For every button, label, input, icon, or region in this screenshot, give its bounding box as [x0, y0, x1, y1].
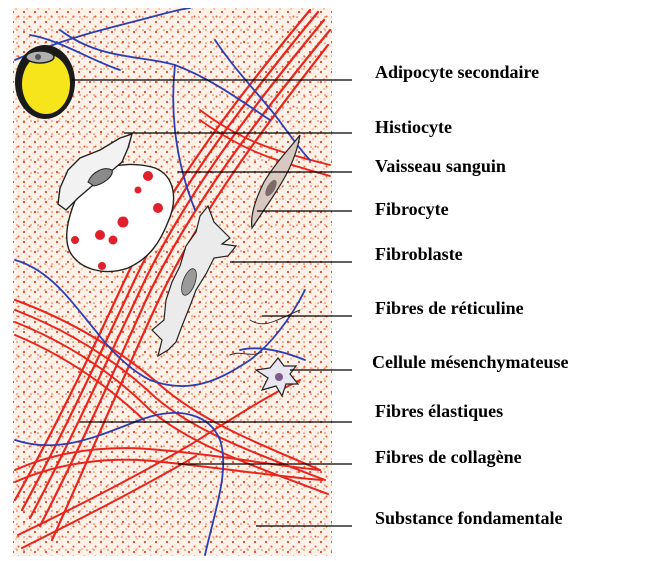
- label-histiocyte: Histiocyte: [375, 117, 452, 137]
- label-blood-vessel: Vaisseau sanguin: [375, 156, 506, 176]
- label-fibroblast: Fibroblaste: [375, 244, 463, 264]
- adipocyte: [15, 45, 75, 119]
- label-reticulin-fibres: Fibres de réticuline: [375, 298, 524, 318]
- label-mesenchymal-cell: Cellule mésenchymateuse: [372, 352, 568, 372]
- label-ground-substance: Substance fondamentale: [375, 508, 563, 528]
- label-collagen-fibres: Fibres de collagène: [375, 447, 522, 467]
- label-adipocyte: Adipocyte secondaire: [375, 62, 539, 82]
- label-elastic-fibres: Fibres élastiques: [375, 401, 503, 421]
- label-fibrocyte: Fibrocyte: [375, 199, 449, 219]
